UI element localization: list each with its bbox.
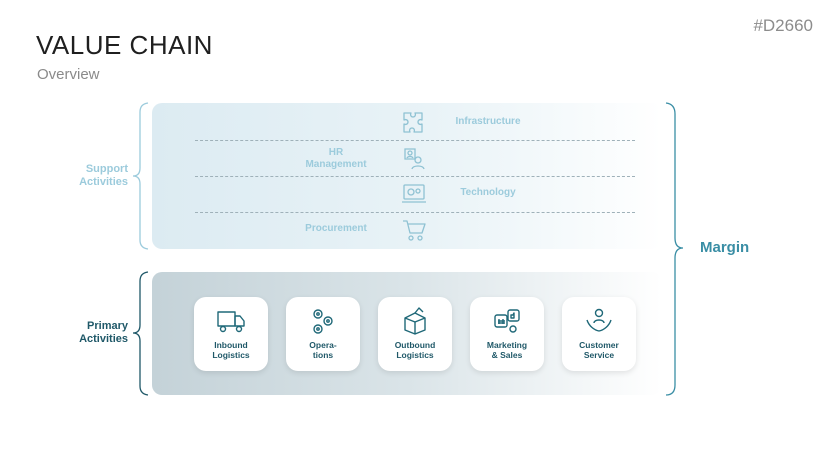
margin-label: Margin [700, 239, 750, 256]
open-box-icon [400, 306, 430, 336]
activity-card[interactable]: Customer Service [562, 297, 636, 371]
support-row-label: Technology [460, 187, 516, 198]
page-title: VALUE CHAIN [36, 30, 213, 60]
margin-brace [665, 102, 684, 396]
row-divider [195, 212, 635, 213]
support-activities-label: Support Activities [79, 163, 128, 188]
activity-card-label: Opera- tions [309, 340, 337, 360]
support-row-label: Procurement [305, 223, 367, 234]
activity-card[interactable]: Outbound Logistics [378, 297, 452, 371]
activity-card-label: Outbound Logistics [394, 340, 436, 360]
support-brace [132, 102, 149, 250]
shopping-cart-icon [401, 217, 427, 243]
support-row-label: Infrastructure [455, 116, 521, 127]
laptop-gears-icon [401, 181, 427, 207]
support-row-label: HR Management [305, 147, 367, 170]
activity-card-label: Customer Service [579, 340, 619, 360]
gears-icon [308, 306, 338, 336]
activity-card-label: Marketing & Sales [486, 340, 528, 360]
slide-code: #D2660 [753, 16, 813, 35]
page-subtitle: Overview [37, 66, 100, 83]
row-divider [195, 140, 635, 141]
puzzle-icon [401, 110, 427, 136]
primary-brace [132, 271, 149, 396]
row-divider [195, 176, 635, 177]
people-profile-icon [401, 145, 427, 171]
primary-activities-label: Primary Activities [79, 320, 128, 345]
activity-card[interactable]: Opera- tions [286, 297, 360, 371]
customer-care-icon [584, 306, 614, 336]
activity-card-label: Inbound Logistics [212, 340, 250, 360]
social-media-icon [492, 306, 522, 336]
delivery-truck-icon [216, 306, 246, 336]
activity-card[interactable]: Inbound Logistics [194, 297, 268, 371]
activity-card[interactable]: Marketing & Sales [470, 297, 544, 371]
